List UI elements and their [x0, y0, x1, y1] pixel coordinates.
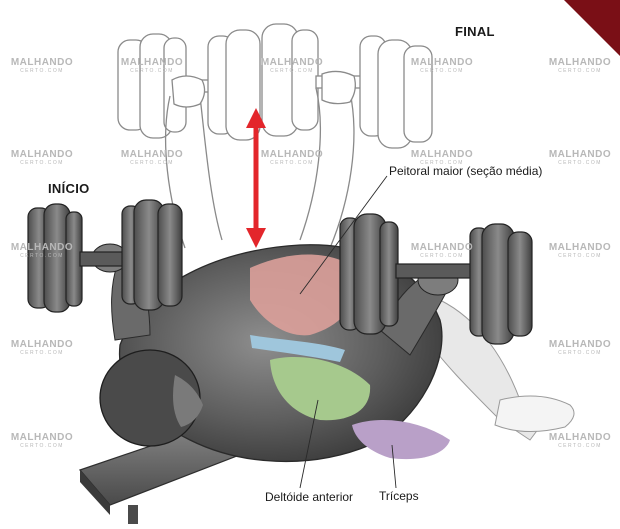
triceps-label: Tríceps — [379, 489, 419, 503]
deltoid-blue-band — [250, 335, 345, 362]
pectoral-highlight — [250, 254, 357, 336]
start-left-dumbbell — [27, 199, 183, 313]
triceps-highlight — [352, 420, 450, 460]
pectoral-label: Peitoral maior (seção média) — [389, 164, 543, 178]
final-label: FINAL — [455, 24, 495, 39]
deltoid-highlight — [270, 357, 371, 421]
lifter-body — [91, 243, 575, 463]
deltoid-label: Deltóide anterior — [265, 490, 354, 504]
corner-ribbon — [564, 0, 620, 56]
leader-lines — [299, 175, 397, 489]
start-label: INÍCIO — [48, 181, 90, 196]
start-right-dumbbell — [339, 213, 533, 345]
